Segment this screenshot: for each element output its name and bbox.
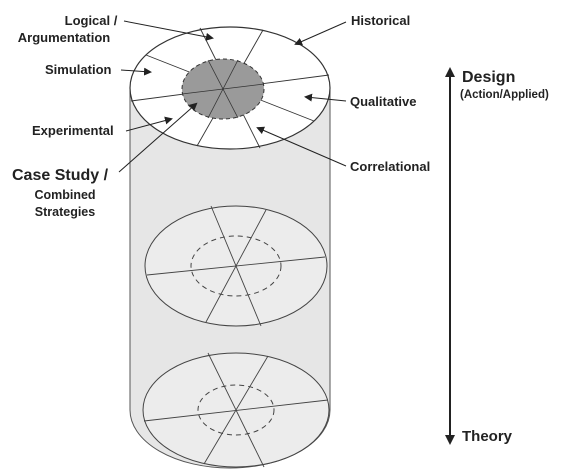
label-experimental: Experimental <box>32 123 114 138</box>
label-qualitative: Qualitative <box>350 94 416 109</box>
label-strategies: Strategies <box>35 205 95 219</box>
label-argumentation: Argumentation <box>18 30 111 45</box>
leader-experimental <box>125 116 173 132</box>
label-simulation: Simulation <box>45 62 112 77</box>
lower-disk <box>142 352 330 468</box>
core-circle <box>181 58 265 120</box>
axis-label-theory: Theory <box>462 428 513 445</box>
leader-qualitative <box>304 93 347 102</box>
label-case-study: Case Study / <box>12 167 109 184</box>
label-logical: Logical / <box>65 13 118 28</box>
leader-simulation <box>120 67 152 76</box>
label-historical: Historical <box>351 13 410 28</box>
axis-label-action-applied: (Action/Applied) <box>460 89 549 101</box>
axis-label-design: Design <box>462 69 515 86</box>
leader-lines <box>118 20 347 173</box>
leader-historical <box>294 21 347 46</box>
label-combined: Combined <box>34 188 95 202</box>
label-correlational: Correlational <box>350 159 430 174</box>
middle-disk <box>144 205 328 327</box>
leader-logical <box>123 20 214 41</box>
leader-correlational <box>256 126 347 167</box>
leader-case-study <box>118 102 198 173</box>
